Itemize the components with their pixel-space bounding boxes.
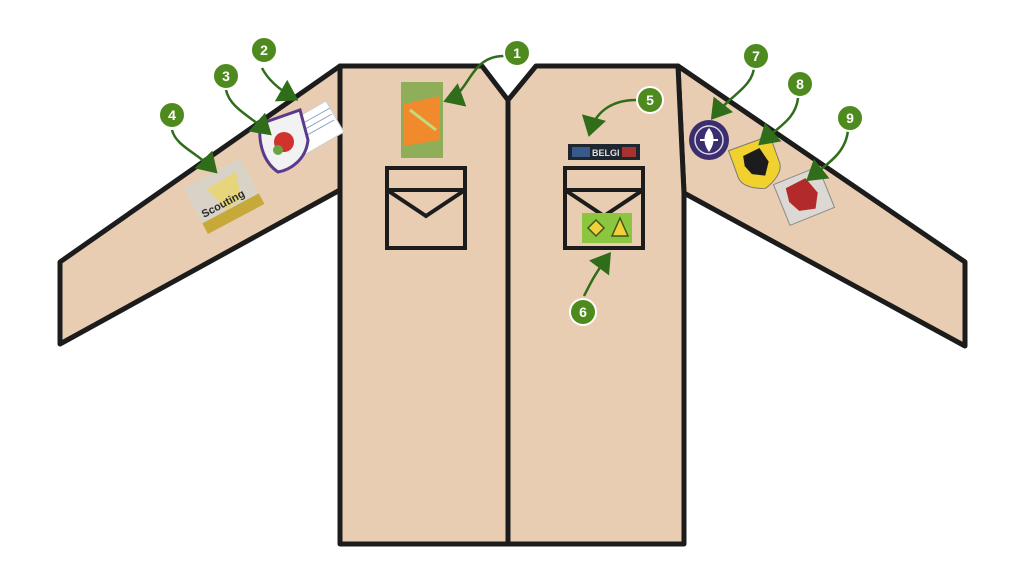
callout-number: 9: [846, 110, 854, 126]
arrow-8: [758, 97, 800, 146]
callout-markers: 1 2 3 4 5 6 7 8 9: [158, 36, 864, 326]
scouting-badge: Scouting: [183, 158, 265, 234]
callout-circle: [836, 104, 864, 132]
callout-3: 3: [212, 62, 240, 90]
arrow-5: [581, 98, 637, 137]
shield-emblem: [258, 108, 310, 174]
callout-9: 9: [836, 104, 864, 132]
arrow-3: [224, 89, 272, 136]
callout-7: 7: [742, 42, 770, 70]
callout-8: 8: [786, 70, 814, 98]
yellow-lion-badge: [727, 135, 781, 189]
callout-circle: [503, 39, 531, 67]
red-lion-badge: [772, 165, 836, 227]
callout-circle: [569, 298, 597, 326]
arrow-4: [170, 129, 218, 174]
arrow-1: [443, 54, 505, 107]
callout-number: 4: [168, 107, 176, 123]
callout-number: 3: [222, 68, 230, 84]
callout-circle: [158, 101, 186, 129]
country-strip-text: BELGI: [592, 148, 620, 158]
arrow-2: [260, 67, 299, 102]
left-pocket: [385, 166, 467, 250]
callout-number: 5: [646, 92, 654, 108]
green-rank-badge: [582, 213, 632, 243]
arrow-6: [582, 251, 611, 297]
right-front-panel: [505, 63, 687, 547]
world-scout-emblem: [689, 120, 729, 160]
callout-1: 1: [503, 39, 531, 67]
callout-circle: [786, 70, 814, 98]
callout-circle: [742, 42, 770, 70]
callout-number: 2: [260, 42, 268, 58]
arrow-7: [710, 65, 756, 120]
callout-number: 7: [752, 48, 760, 64]
rectangular-orange-badge: [401, 82, 443, 158]
callout-6: 6: [569, 298, 597, 326]
callout-number: 6: [579, 304, 587, 320]
arrow-9: [806, 129, 850, 182]
callout-5: 5: [636, 86, 664, 114]
callout-circle: [250, 36, 278, 64]
callout-arrows: [170, 54, 850, 297]
callout-2: 2: [250, 36, 278, 64]
callout-4: 4: [158, 101, 186, 129]
callout-circle: [636, 86, 664, 114]
callout-number: 8: [796, 76, 804, 92]
callout-number: 1: [513, 45, 521, 61]
country-strip: BELGI: [568, 144, 640, 160]
callout-circle: [212, 62, 240, 90]
